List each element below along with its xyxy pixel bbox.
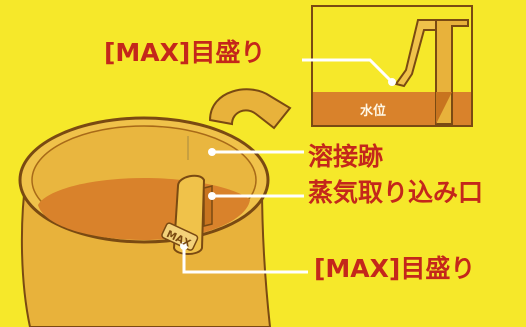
label-water-level: 水位	[360, 104, 387, 119]
label-max-mark-inset: [MAX]目盛り	[104, 38, 266, 67]
label-max-mark-kettle: [MAX]目盛り	[314, 254, 476, 283]
label-weld-mark: 溶接跡	[308, 142, 384, 171]
label-steam-inlet: 蒸気取り込み口	[308, 178, 484, 207]
leader-lines	[182, 58, 394, 274]
leader-max-kettle	[182, 246, 308, 274]
kettle-body	[18, 88, 292, 327]
leader-max-inset	[302, 58, 394, 84]
inset-max-mark	[394, 19, 437, 88]
water-level-inset	[311, 5, 473, 127]
steam-inlet-notch	[203, 185, 213, 227]
